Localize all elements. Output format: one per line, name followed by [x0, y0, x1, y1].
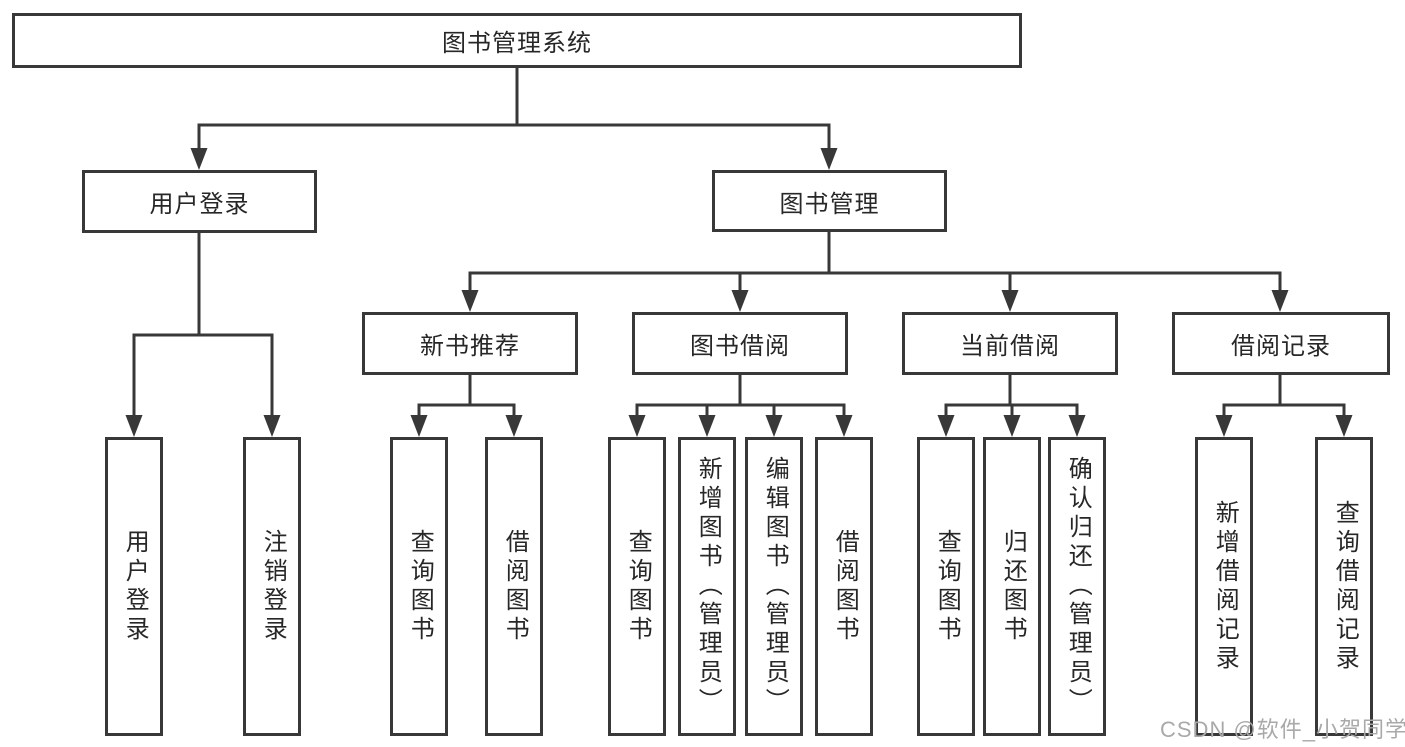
node-book-management-label: 图书管理 — [779, 190, 880, 218]
connector-user-login-to-leaves — [132, 231, 274, 421]
leaf-recommend-borrow-books: 借阅图书 — [485, 437, 543, 736]
node-current-borrowing: 当前借阅 — [902, 312, 1118, 375]
node-new-book-recommend: 新书推荐 — [362, 312, 578, 375]
node-book-borrowing-label: 图书借阅 — [690, 333, 790, 360]
leaf-user-login-label: 用户登录 — [121, 528, 149, 645]
node-borrow-records-label: 借阅记录 — [1231, 333, 1331, 360]
node-new-book-recommend-label: 新书推荐 — [420, 333, 520, 360]
node-root: 图书管理系统 — [12, 13, 1022, 68]
leaf-current-query-books-label: 查询图书 — [933, 528, 961, 645]
leaf-borrowing-add-books-admin: 新增图书（管理员） — [678, 437, 736, 736]
leaf-recommend-query-books: 查询图书 — [390, 437, 448, 736]
leaf-records-query-borrow-record: 查询借阅记录 — [1315, 437, 1373, 736]
node-current-borrowing-label: 当前借阅 — [960, 333, 1060, 360]
connector-root-to-level2 — [197, 66, 831, 154]
leaf-recommend-borrow-books-label: 借阅图书 — [501, 528, 529, 645]
connector-current-borrow-to-leaves — [944, 373, 1079, 421]
leaf-current-confirm-return-admin-label: 确认归还（管理员） — [1064, 456, 1092, 717]
leaf-current-return-books-label: 归还图书 — [999, 528, 1027, 645]
node-book-management: 图书管理 — [712, 170, 947, 232]
node-book-borrowing: 图书借阅 — [632, 312, 848, 375]
connector-borrow-records-to-leaves — [1222, 373, 1346, 421]
leaf-records-query-borrow-record-label: 查询借阅记录 — [1331, 499, 1359, 674]
leaf-borrowing-borrow-books: 借阅图书 — [815, 437, 873, 736]
leaf-borrowing-query-books-label: 查询图书 — [624, 528, 652, 645]
leaf-borrowing-add-books-admin-label: 新增图书（管理员） — [694, 456, 722, 717]
leaf-logout: 注销登录 — [243, 437, 301, 736]
csdn-watermark: CSDN @软件_小贺同学 — [1160, 717, 1405, 742]
leaf-borrowing-borrow-books-label: 借阅图书 — [831, 528, 859, 645]
leaf-user-login: 用户登录 — [105, 437, 163, 736]
leaf-records-add-borrow-record: 新增借阅记录 — [1195, 437, 1253, 736]
leaf-recommend-query-books-label: 查询图书 — [406, 528, 434, 645]
leaf-records-add-borrow-record-label: 新增借阅记录 — [1211, 499, 1239, 674]
leaf-current-query-books: 查询图书 — [917, 437, 975, 736]
node-user-login-label: 用户登录 — [149, 191, 250, 218]
connector-book-borrow-to-leaves — [635, 373, 846, 421]
node-root-label: 图书管理系统 — [442, 30, 592, 57]
leaf-borrowing-edit-books-admin-label: 编辑图书（管理员） — [761, 456, 789, 717]
leaf-borrowing-edit-books-admin: 编辑图书（管理员） — [745, 437, 803, 736]
leaf-current-confirm-return-admin: 确认归还（管理员） — [1048, 437, 1106, 736]
connector-new-book-rec-to-leaves — [417, 373, 516, 421]
node-borrow-records: 借阅记录 — [1172, 312, 1390, 375]
leaf-logout-label: 注销登录 — [259, 528, 287, 645]
leaf-current-return-books: 归还图书 — [983, 437, 1041, 736]
node-user-login: 用户登录 — [82, 170, 317, 233]
leaf-borrowing-query-books: 查询图书 — [608, 437, 666, 736]
arrowheads — [125, 148, 1353, 437]
connector-book-mgmt-to-level3 — [468, 230, 1282, 296]
